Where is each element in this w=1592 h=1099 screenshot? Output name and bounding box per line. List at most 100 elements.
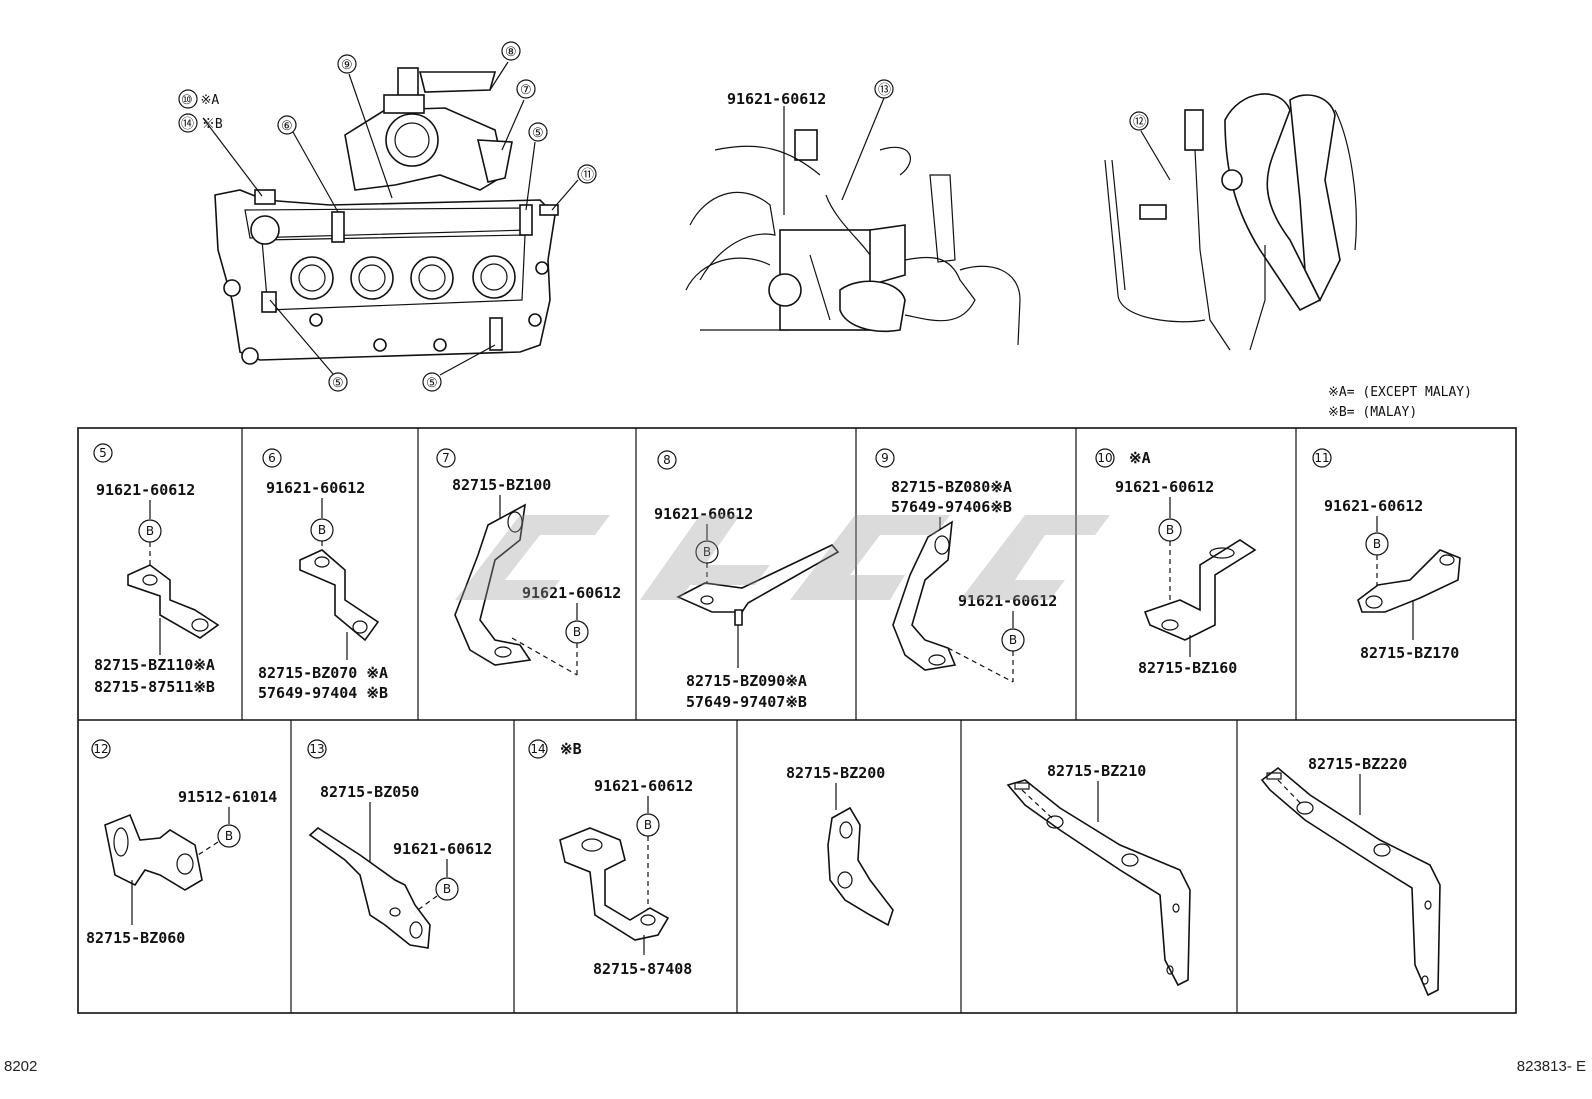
cell-13: 13 82715-BZ050 91621-60612 B: [307, 739, 492, 949]
cell-num: 11: [1314, 451, 1329, 465]
part-label: 82715-BZ220: [1308, 755, 1407, 773]
bolt-mark: B: [443, 882, 451, 896]
cell-bz220: 82715-BZ220: [1260, 755, 1441, 997]
legend-a: ※A= (EXCEPT MALAY): [1328, 385, 1472, 400]
part-label: 82715-BZ170: [1360, 644, 1459, 662]
bracket-drawing: [454, 503, 532, 666]
cell-11: 11 91621-60612 B 82715-BZ170: [1312, 448, 1461, 662]
part-label: 82715-BZ090※A: [686, 672, 807, 690]
part-label: 91512-61014: [178, 788, 277, 806]
overview-left-callout-texts: ⑩ ※A ⑭ ※B ⑥ ⑨ ⑧ ⑦ ⑤ ⑪ ⑤ ⑤: [181, 45, 594, 391]
spark-plug-holes: [290, 255, 516, 300]
bolt-mark: B: [703, 545, 711, 559]
part-label: 82715-BZ070 ※A: [258, 664, 388, 682]
callout-11: ⑪: [581, 168, 594, 183]
part-label: 82715-BZ110※A: [94, 656, 215, 674]
overview-left-leaders: [202, 61, 579, 376]
bolt-mark: B: [1009, 633, 1017, 647]
part-label: 91621-60612: [393, 840, 492, 858]
cell-num: 13: [309, 742, 324, 756]
bracket-drawing: [1006, 779, 1191, 987]
bracket-drawing: [127, 564, 220, 639]
part-label: 57649-97404 ※B: [258, 684, 388, 702]
cell-10: 10 ※A 91621-60612 B 82715-BZ160: [1095, 448, 1257, 677]
callout-5-bottom-right: ⑤: [426, 376, 438, 391]
bracket-drawing: [308, 827, 431, 949]
bracket-drawing: [104, 813, 203, 891]
footer-right-code: 823813- E: [1516, 1058, 1586, 1075]
cell-num: 5: [99, 446, 107, 460]
callout-7: ⑦: [520, 83, 532, 98]
part-label: 57649-97406※B: [891, 498, 1012, 516]
bracket-drawing: [299, 549, 380, 642]
bolt-mark: B: [573, 625, 581, 639]
cell-num: 12: [93, 742, 108, 756]
part-label: 91621-60612: [1324, 497, 1423, 515]
parts-grid: [77, 427, 1517, 1014]
middle-part-label: 91621-60612: [727, 90, 826, 108]
cell-6: 6 91621-60612 B 82715-BZ070 ※A 57649-974…: [258, 448, 388, 702]
cell-num: 6: [268, 451, 276, 465]
cell-num: 9: [881, 451, 889, 465]
part-label: 91621-60612: [594, 777, 693, 795]
bracket-drawing: [1260, 766, 1441, 997]
cell-bz200: 82715-BZ200: [786, 764, 894, 927]
bracket-drawing: [827, 806, 894, 927]
bracket-drawing: [1357, 549, 1461, 613]
overview-left-callout-circles: [178, 41, 597, 392]
part-label: 82715-BZ080※A: [891, 478, 1012, 496]
cell-8: 8 91621-60612 B 82715-BZ090※A 57649-9740…: [654, 450, 840, 711]
legend-b: ※B= (MALAY): [1328, 405, 1417, 420]
cell-5: 5 91621-60612 B 82715-BZ110※A 82715-8751…: [93, 443, 220, 696]
part-label: 82715-BZ060: [86, 929, 185, 947]
bolt-mark: B: [1373, 537, 1381, 551]
cell-14: 14 ※B 91621-60612 B 82715-87408: [528, 739, 693, 978]
part-label: 82715-BZ100: [452, 476, 551, 494]
callout-5-top: ⑤: [532, 126, 544, 141]
callout-14b: ⑭ ※B: [181, 117, 223, 132]
part-label: 57649-97407※B: [686, 693, 807, 711]
part-label: 82715-BZ210: [1047, 762, 1146, 780]
overview-middle-view: ⑬ 91621-60612: [685, 79, 1021, 346]
cell-9: 9 82715-BZ080※A 57649-97406※B 91621-6061…: [875, 448, 1057, 683]
bracket-drawing: [559, 827, 670, 941]
cell-12: 12 91512-61014 B 82715-BZ060: [86, 739, 277, 947]
bracket-drawing: [1143, 539, 1257, 641]
callout-8: ⑧: [505, 45, 517, 60]
bracket-drawing: [676, 544, 840, 626]
bolt-mark: B: [225, 829, 233, 843]
overview-engine-head: [214, 67, 559, 365]
callout-10a: ⑩ ※A: [181, 93, 219, 108]
bolt-mark: B: [146, 524, 154, 538]
part-label: 91621-60612: [654, 505, 753, 523]
bracket-drawing: [892, 520, 957, 671]
cell-tag: ※B: [560, 740, 582, 758]
cell-num: 7: [442, 451, 450, 465]
part-label: 91621-60612: [266, 479, 365, 497]
part-label: 91621-60612: [96, 481, 195, 499]
part-label: 82715-87408: [593, 960, 692, 978]
cell-num: 14: [530, 742, 545, 756]
cell-num: 10: [1097, 451, 1112, 465]
part-label: 82715-BZ050: [320, 783, 419, 801]
callout-12: ⑫: [1133, 115, 1146, 130]
part-label: 82715-BZ200: [786, 764, 885, 782]
overview-right-view: ⑫: [1104, 93, 1357, 351]
callout-5-bottom-left: ⑤: [332, 376, 344, 391]
cell-num: 8: [663, 453, 671, 467]
part-label: 91621-60612: [522, 584, 621, 602]
callout-6: ⑥: [281, 119, 293, 134]
part-label: 91621-60612: [1115, 478, 1214, 496]
bolt-mark: B: [1166, 523, 1174, 537]
cell-bz210: 82715-BZ210: [1006, 762, 1191, 987]
callout-9: ⑨: [341, 58, 353, 73]
watermark-logo: [455, 515, 1110, 600]
part-label: 82715-87511※B: [94, 678, 215, 696]
footer-left-code: 8202: [4, 1058, 38, 1075]
part-label: 82715-BZ160: [1138, 659, 1237, 677]
cell-tag: ※A: [1129, 449, 1151, 467]
callout-13: ⑬: [878, 83, 891, 98]
bolt-mark: B: [318, 523, 326, 537]
bolt-mark: B: [644, 818, 652, 832]
